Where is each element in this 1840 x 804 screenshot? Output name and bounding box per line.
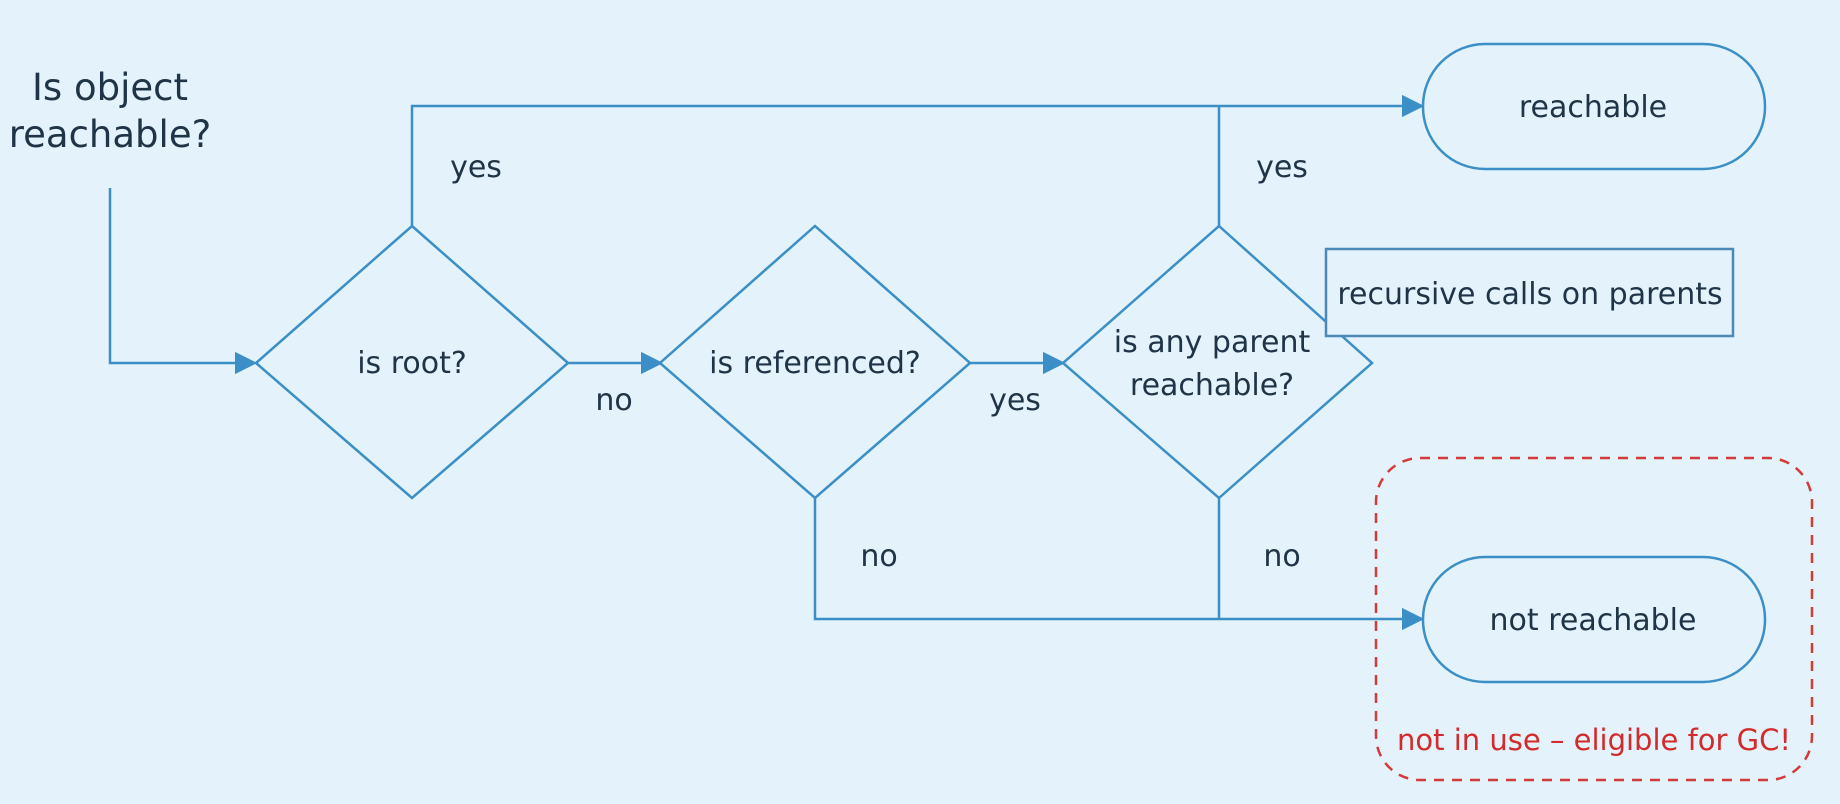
root-yes-connector <box>410 94 1425 226</box>
decision-is-root <box>254 224 570 500</box>
terminal-reachable <box>1421 42 1767 171</box>
root-yes-label: yes <box>450 150 502 185</box>
diagram-title-line1: Is object <box>32 66 188 109</box>
referenced-no-connector <box>813 498 1425 631</box>
gc-eligible-label: not in use – eligible for GC! <box>1397 723 1791 757</box>
parent-yes-label: yes <box>1256 150 1308 185</box>
decision-is-referenced <box>658 224 972 500</box>
is-referenced-label: is referenced? <box>709 346 921 381</box>
referenced-no-label: no <box>860 539 897 574</box>
reachable-label: reachable <box>1519 90 1667 125</box>
decision-any-parent-reachable <box>1061 224 1374 500</box>
parent-no-label: no <box>1263 539 1300 574</box>
is-root-label: is root? <box>357 346 467 381</box>
diagram-title-line2: reachable? <box>9 113 211 156</box>
terminal-not-reachable <box>1421 555 1767 684</box>
referenced-yes-label: yes <box>989 383 1041 418</box>
entry-connector <box>108 188 258 375</box>
recursive-calls-label: recursive calls on parents <box>1337 277 1722 312</box>
recursive-calls-callout <box>1324 247 1735 338</box>
any-parent-label-line2: reachable? <box>1130 368 1294 403</box>
not-reachable-label: not reachable <box>1490 603 1697 638</box>
root-no-label: no <box>595 383 632 418</box>
any-parent-label-line1: is any parent <box>1114 325 1311 360</box>
